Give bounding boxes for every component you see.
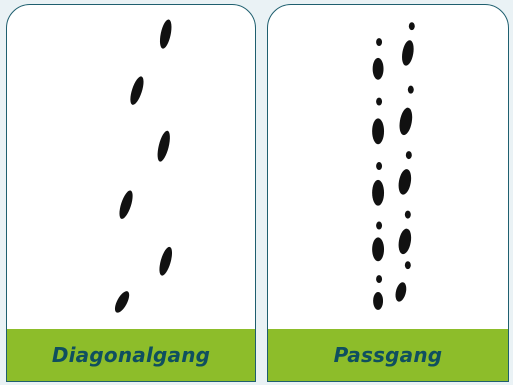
panel-diagonalgang: Diagonalgang bbox=[6, 4, 256, 382]
footprint bbox=[130, 76, 144, 105]
footprint bbox=[372, 57, 384, 80]
footprint bbox=[373, 291, 384, 310]
footprint bbox=[398, 169, 412, 195]
footprint bbox=[402, 40, 414, 66]
panel-passgang: Passgang bbox=[267, 4, 509, 382]
footprint-track-pace bbox=[372, 22, 415, 310]
caption-bar: Passgang bbox=[268, 329, 508, 381]
footprint bbox=[376, 162, 383, 170]
footprint bbox=[159, 19, 172, 49]
footprint bbox=[398, 228, 412, 255]
footprint bbox=[376, 221, 383, 230]
footprint bbox=[404, 261, 411, 270]
footprint bbox=[408, 22, 415, 31]
footprint bbox=[372, 179, 385, 206]
footprint bbox=[407, 85, 414, 94]
footprint bbox=[376, 38, 383, 47]
footprint bbox=[399, 107, 413, 136]
footprint bbox=[157, 130, 170, 162]
footprint-track-diagonal bbox=[114, 19, 173, 313]
footprint bbox=[119, 190, 133, 219]
panel-label: Diagonalgang bbox=[51, 343, 211, 367]
footprint bbox=[405, 151, 412, 160]
panel-label: Passgang bbox=[333, 343, 443, 367]
footprint bbox=[404, 210, 411, 219]
footprint bbox=[395, 282, 407, 302]
caption-bar: Diagonalgang bbox=[7, 329, 255, 381]
footprint bbox=[159, 246, 173, 276]
footprint bbox=[376, 97, 383, 106]
footprint bbox=[114, 291, 130, 313]
footprint bbox=[372, 237, 385, 262]
footprint bbox=[372, 118, 385, 145]
footprint bbox=[376, 275, 383, 284]
